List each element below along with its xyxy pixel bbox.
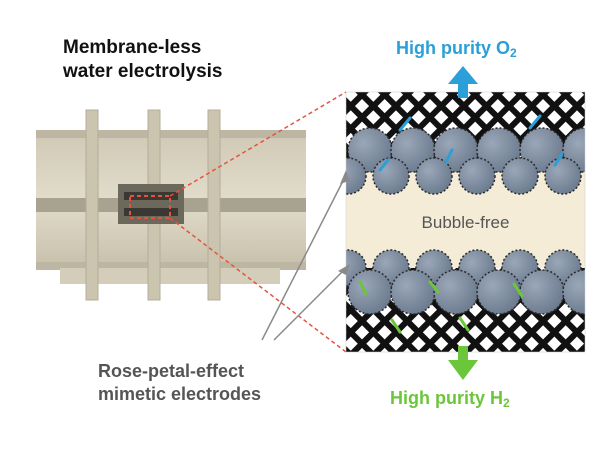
pointer-line-top	[261, 174, 347, 341]
o2-output-label: High purity O2	[396, 37, 517, 61]
h2-label-subscript: 2	[503, 396, 510, 410]
o2-label-text: High purity O	[396, 38, 510, 58]
electrode-label-line-2: mimetic electrodes	[98, 383, 262, 404]
pointer-arrowhead-icon	[340, 170, 349, 184]
zoomed-electrode-panel	[346, 92, 585, 352]
electrode-label-line-1: Rose-petal-effect	[98, 361, 245, 381]
zoom-line-bottom	[169, 217, 347, 353]
h2-output-label: High purity H2	[390, 387, 510, 411]
h2-label-text: High purity H	[390, 388, 503, 408]
zoom-line-top	[169, 91, 347, 197]
o2-arrow-icon	[448, 66, 478, 98]
diagram-title: Membrane-less water electrolysis	[63, 36, 293, 84]
o2-label-subscript: 2	[510, 46, 517, 60]
electrolyzer-device	[36, 109, 306, 301]
bubble-free-label: Bubble-free	[421, 213, 510, 232]
electrode-label: Rose-petal-effect mimetic electrodes	[98, 360, 338, 405]
title-line-1: Membrane-less	[63, 37, 202, 58]
h2-arrow-icon	[448, 346, 478, 380]
pointer-line-bottom	[273, 267, 347, 341]
pointer-arrowhead-icon	[338, 264, 350, 275]
zoom-box	[129, 195, 171, 219]
title-line-2: water electrolysis	[63, 60, 223, 82]
